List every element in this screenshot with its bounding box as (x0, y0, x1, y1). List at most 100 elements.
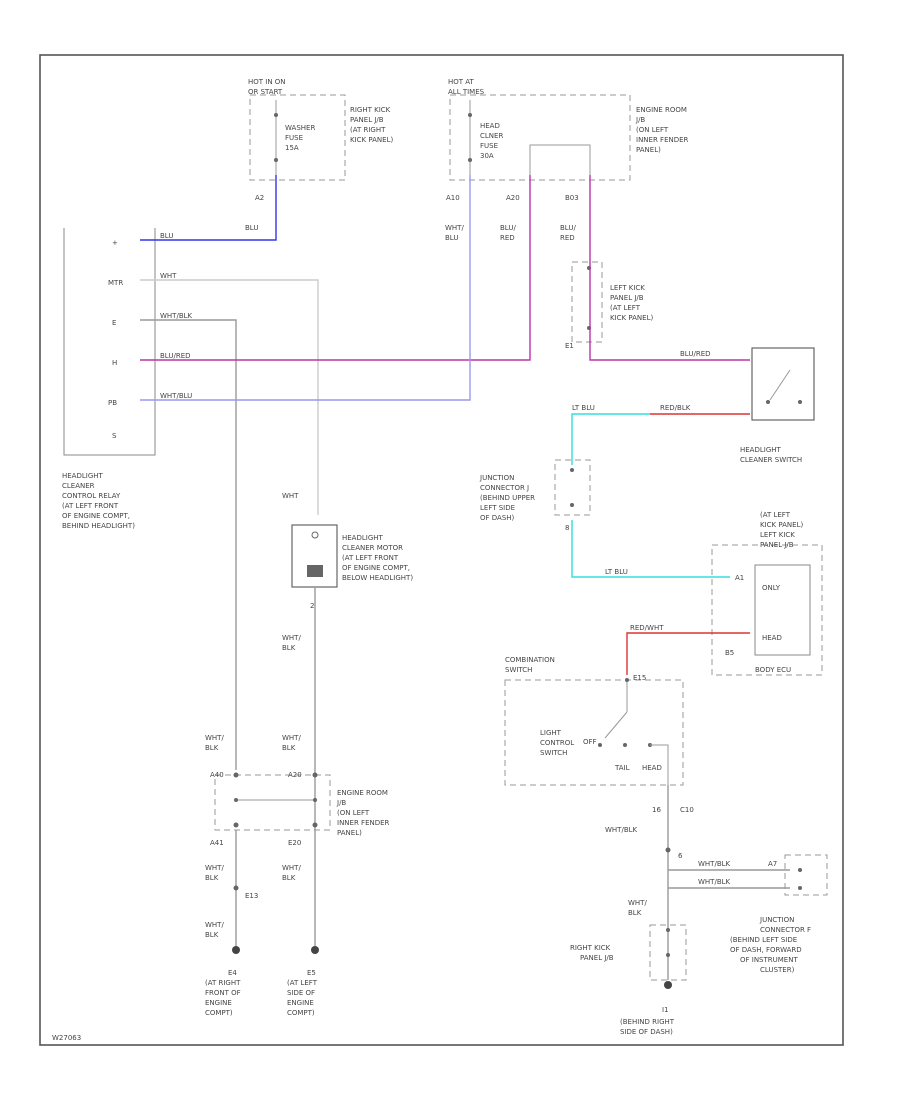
label: FUSE (480, 142, 498, 150)
label: PANEL J/B (580, 954, 614, 962)
label: HEADLIGHT (62, 472, 104, 480)
label: A20 (288, 771, 302, 779)
label: J/B (635, 116, 645, 124)
label: ENGINE (287, 999, 314, 1007)
label: ENGINE (205, 999, 232, 1007)
label: CONTROL (540, 739, 574, 747)
engine-room-jb-lower-box (214, 774, 331, 831)
label: (AT LEFT FRONT (62, 502, 119, 510)
label: WHT/ (628, 899, 647, 907)
label: SWITCH (540, 749, 567, 757)
label: BEHIND HEADLIGHT) (62, 522, 135, 530)
label: WHT/ (205, 734, 224, 742)
connector-dot (312, 822, 318, 828)
label: RED/WHT (630, 624, 664, 632)
body-ecu-inner (754, 564, 811, 656)
label: PANEL) (337, 829, 362, 837)
label: BLK (282, 644, 296, 652)
switch-terminal (798, 400, 802, 404)
label: PANEL J/B (610, 294, 644, 302)
label: SIDE OF (287, 989, 315, 997)
label: CONNECTOR J (480, 484, 529, 492)
switch-ground-wire (650, 744, 669, 785)
wire-lt-blu (571, 413, 650, 465)
label: HEAD (762, 634, 782, 642)
label: 16 (652, 806, 661, 814)
label: RED/BLK (660, 404, 691, 412)
label: ENGINE ROOM (636, 106, 687, 114)
light-switch-contact (604, 711, 628, 739)
label: HEAD (642, 764, 662, 772)
label: INNER FENDER (337, 819, 390, 827)
label: WHT/ (205, 864, 224, 872)
switch-terminal (625, 678, 629, 682)
label: FUSE (285, 134, 303, 142)
label: CONTROL RELAY (62, 492, 121, 500)
label: (BEHIND RIGHT (620, 1018, 675, 1026)
engine-room-jb-box (449, 94, 631, 181)
connector-dot (665, 847, 671, 853)
connector-dot (666, 928, 670, 932)
label: HOT AT (448, 78, 475, 86)
label: E5 (307, 969, 316, 977)
diagram-code: W27063 (52, 1034, 81, 1042)
label: 30A (480, 152, 494, 160)
label: E20 (288, 839, 301, 847)
label: OF DASH) (480, 514, 515, 522)
label: C10 (680, 806, 694, 814)
connector-dot (233, 822, 239, 828)
splice-dot (234, 798, 238, 802)
label: ENGINE ROOM (337, 789, 388, 797)
label: KICK PANEL) (350, 136, 393, 144)
label: TAIL (614, 764, 630, 772)
label: (AT LEFT FRONT (342, 554, 399, 562)
label: (ON LEFT (337, 809, 370, 817)
label: MTR (108, 279, 123, 287)
label: E13 (245, 892, 258, 900)
label: A40 (210, 771, 224, 779)
label: BLU/RED (680, 350, 711, 358)
label: LT BLU (572, 404, 595, 412)
label: RED (500, 234, 515, 242)
wire-blu-red-relay (140, 175, 531, 361)
switch-terminal (766, 400, 770, 404)
label: KICK PANEL) (610, 314, 653, 322)
connector-dot (233, 885, 239, 891)
label: OF INSTRUMENT (740, 956, 798, 964)
label: WHT/ (282, 634, 301, 642)
ground-e4-dot (232, 946, 240, 954)
wire-wht (140, 279, 319, 515)
label: FRONT OF (205, 989, 241, 997)
label: WHT/BLK (605, 826, 638, 834)
label: BLK (205, 874, 219, 882)
label: (AT RIGHT (350, 126, 386, 134)
label: WHT/ (205, 921, 224, 929)
label: CLUSTER) (760, 966, 795, 974)
label: LIGHT (540, 729, 562, 737)
fuse-terminal (468, 113, 472, 117)
wire-red-wht (626, 632, 750, 675)
label: H (112, 359, 117, 367)
label: OF DASH, FORWARD (730, 946, 802, 954)
label: BLU/ (560, 224, 576, 232)
diagram-frame (39, 54, 844, 1046)
label: (BEHIND LEFT SIDE (730, 936, 797, 944)
label: OF ENGINE COMPT, (62, 512, 130, 520)
label: 2 (310, 602, 314, 610)
label: PB (108, 399, 117, 407)
connector-dot (798, 886, 802, 890)
body-ecu-box (711, 544, 823, 676)
label: BLU (245, 224, 258, 232)
label: LEFT KICK (610, 284, 645, 292)
label: A41 (210, 839, 224, 847)
label: (AT LEFT (287, 979, 318, 987)
label: ONLY (762, 584, 781, 592)
label: LEFT SIDE (480, 504, 515, 512)
label: (ON LEFT (636, 126, 669, 134)
label: JUNCTION (759, 916, 794, 924)
label: 8 (565, 524, 569, 532)
label: + (112, 239, 118, 247)
wire-lt-blu-lower (571, 520, 730, 578)
headlight-cleaner-switch-box (751, 347, 815, 421)
label: BLU/RED (160, 352, 191, 360)
